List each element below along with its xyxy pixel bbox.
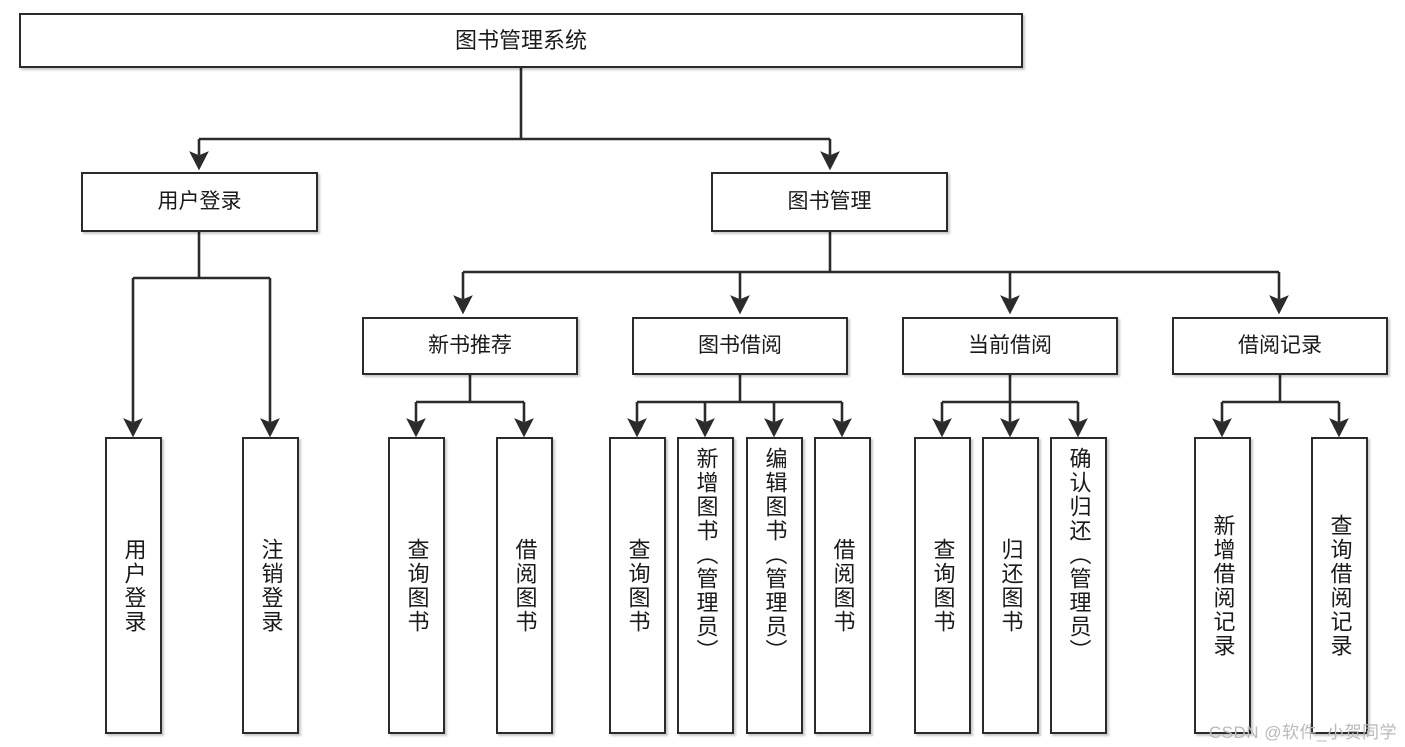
leaf-edit-book-admin[interactable]: 编辑图书（管理员） xyxy=(746,437,803,734)
node-user-login[interactable]: 用户登录 xyxy=(81,172,318,232)
leaf-query-book-2[interactable]: 查询图书 xyxy=(609,437,666,734)
leaf-query-book-1[interactable]: 查询图书 xyxy=(388,437,445,734)
node-book-borrow[interactable]: 图书借阅 xyxy=(632,317,848,375)
leaf-add-borrow-record[interactable]: 新增借阅记录 xyxy=(1194,437,1251,734)
leaf-edit-book-admin-label: 编辑图书（管理员） xyxy=(762,447,788,663)
leaf-logout-login-label: 注销登录 xyxy=(258,537,284,634)
node-book-manage[interactable]: 图书管理 xyxy=(711,172,948,232)
node-borrow-record-label: 借阅记录 xyxy=(1238,333,1322,357)
leaf-confirm-return-admin[interactable]: 确认归还（管理员） xyxy=(1050,437,1107,734)
leaf-query-borrow-record[interactable]: 查询借阅记录 xyxy=(1311,437,1368,734)
leaf-add-book-admin-label: 新增图书（管理员） xyxy=(693,447,719,663)
leaf-add-book-admin[interactable]: 新增图书（管理员） xyxy=(677,437,734,734)
leaf-logout-login[interactable]: 注销登录 xyxy=(242,437,299,734)
leaf-borrow-book-2-label: 借阅图书 xyxy=(830,537,856,634)
leaf-user-login-label: 用户登录 xyxy=(121,537,147,634)
leaf-query-borrow-record-label: 查询借阅记录 xyxy=(1327,513,1353,658)
leaf-query-book-1-label: 查询图书 xyxy=(404,537,430,634)
node-new-book-recommend-label: 新书推荐 xyxy=(428,333,512,357)
leaf-borrow-book-1[interactable]: 借阅图书 xyxy=(496,437,553,734)
node-root-label: 图书管理系统 xyxy=(454,27,587,53)
leaf-confirm-return-admin-label: 确认归还（管理员） xyxy=(1066,447,1092,663)
leaf-query-book-3-label: 查询图书 xyxy=(930,537,956,634)
leaf-query-book-3[interactable]: 查询图书 xyxy=(914,437,971,734)
node-current-borrow[interactable]: 当前借阅 xyxy=(902,317,1118,375)
csdn-watermark: CSDN @软件_小贺同学 xyxy=(1208,723,1397,742)
node-borrow-record[interactable]: 借阅记录 xyxy=(1172,317,1388,375)
node-user-login-label: 用户登录 xyxy=(157,189,242,213)
leaf-borrow-book-2[interactable]: 借阅图书 xyxy=(814,437,871,734)
node-root[interactable]: 图书管理系统 xyxy=(19,13,1023,68)
leaf-return-book-label: 归还图书 xyxy=(998,537,1024,634)
node-book-manage-label: 图书管理 xyxy=(787,189,872,213)
leaf-add-borrow-record-label: 新增借阅记录 xyxy=(1210,513,1236,658)
node-book-borrow-label: 图书借阅 xyxy=(698,333,782,357)
leaf-borrow-book-1-label: 借阅图书 xyxy=(512,537,538,634)
leaf-return-book[interactable]: 归还图书 xyxy=(982,437,1039,734)
node-current-borrow-label: 当前借阅 xyxy=(968,333,1052,357)
leaf-query-book-2-label: 查询图书 xyxy=(625,537,651,634)
leaf-user-login[interactable]: 用户登录 xyxy=(105,437,162,734)
node-new-book-recommend[interactable]: 新书推荐 xyxy=(362,317,578,375)
